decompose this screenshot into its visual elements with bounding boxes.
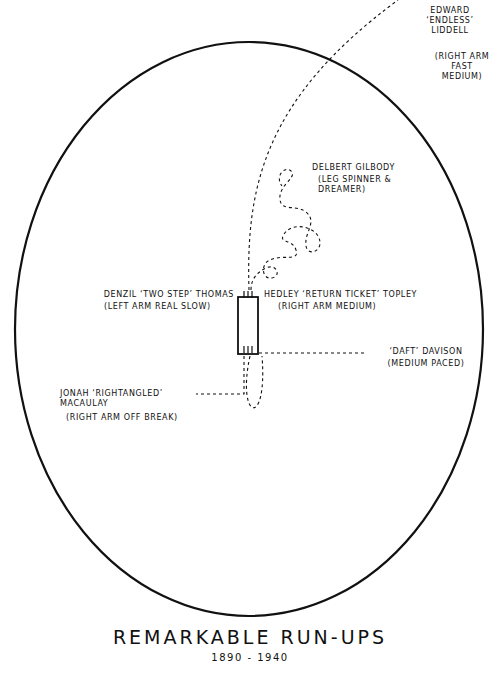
- title: REMARKABLE RUN-UPS: [0, 626, 500, 648]
- stumps: [244, 291, 252, 353]
- macaulay-run-up: [196, 356, 244, 394]
- bowler-name: HEDLEY ‘RETURN TICKET’ TOPLEY: [264, 290, 469, 300]
- gilbody-run-up: [251, 169, 320, 290]
- bowler-style: (RIGHT ARM MEDIUM): [278, 302, 428, 312]
- pitch: [238, 297, 258, 354]
- bowler-name: DENZIL ‘TWO STEP’ THOMAS: [70, 290, 234, 300]
- bowler-style: (MEDIUM PACED): [368, 359, 484, 369]
- bowler-name: EDWARD ‘ENDLESS’ LIDDELL: [412, 6, 488, 36]
- date-range: 1890 - 1940: [0, 652, 500, 663]
- bowler-style: (RIGHT ARM FAST MEDIUM): [430, 52, 494, 82]
- bowler-name: ‘DAFT’ DAVISON: [368, 347, 484, 357]
- liddell-run-up: [249, 0, 398, 290]
- bowler-style: (RIGHT ARM OFF BREAK): [66, 413, 216, 423]
- topley-run-up: [246, 356, 262, 408]
- run-up-paths: [196, 0, 398, 408]
- bowler-name: JONAH ‘RIGHTANGLED’ MACAULAY: [60, 389, 194, 409]
- davison-run-up: [259, 352, 366, 353]
- bowler-style: (LEFT ARM REAL SLOW): [104, 302, 234, 312]
- bowler-name: DELBERT GILBODY: [312, 163, 432, 173]
- boundary-oval: [15, 42, 483, 616]
- bowler-style: (LEG SPINNER & DREAMER): [318, 175, 400, 195]
